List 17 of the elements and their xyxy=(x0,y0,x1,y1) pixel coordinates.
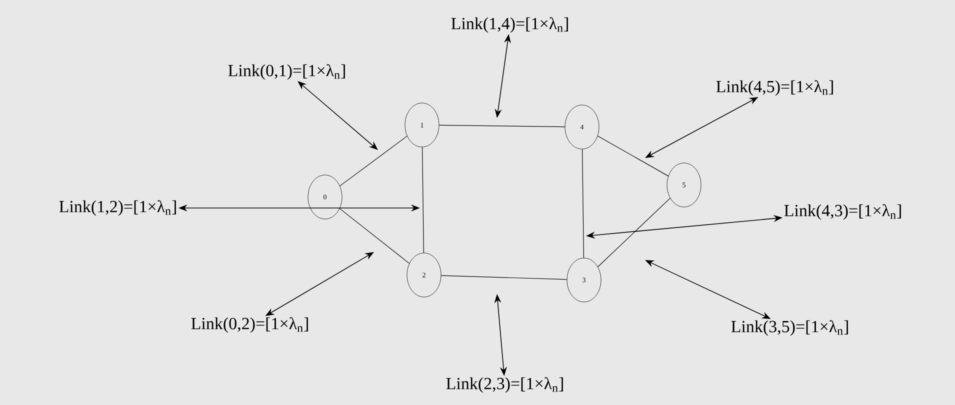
link-line xyxy=(339,208,410,264)
link-label: Link(4,5)=[1×λ$_{n}$] xyxy=(716,80,833,96)
link-line xyxy=(438,124,566,128)
link-line xyxy=(598,198,670,268)
link-label: Link(1,2)=[1×λ$_{n}$] xyxy=(59,200,176,216)
link-line xyxy=(582,148,584,258)
link-line xyxy=(597,136,669,176)
link-label: Link(2,3)=[1×λ$_{n}$] xyxy=(446,377,563,393)
link-label: Link(0,1)=[1×λ$_{n}$] xyxy=(228,64,345,80)
arrow xyxy=(298,81,378,150)
link-label: Link(0,2)=[1×λ$_{n}$] xyxy=(191,317,308,333)
link-label: Link(3,5)=[1×λ$_{n}$] xyxy=(731,320,848,336)
link-label: Link(4,3)=[1×λ$_{n}$] xyxy=(784,204,901,220)
link-line xyxy=(340,136,408,186)
link-label: Link(1,4)=[1×λ$_{n}$] xyxy=(451,17,568,33)
link-line xyxy=(422,146,424,254)
link-line xyxy=(440,275,568,280)
